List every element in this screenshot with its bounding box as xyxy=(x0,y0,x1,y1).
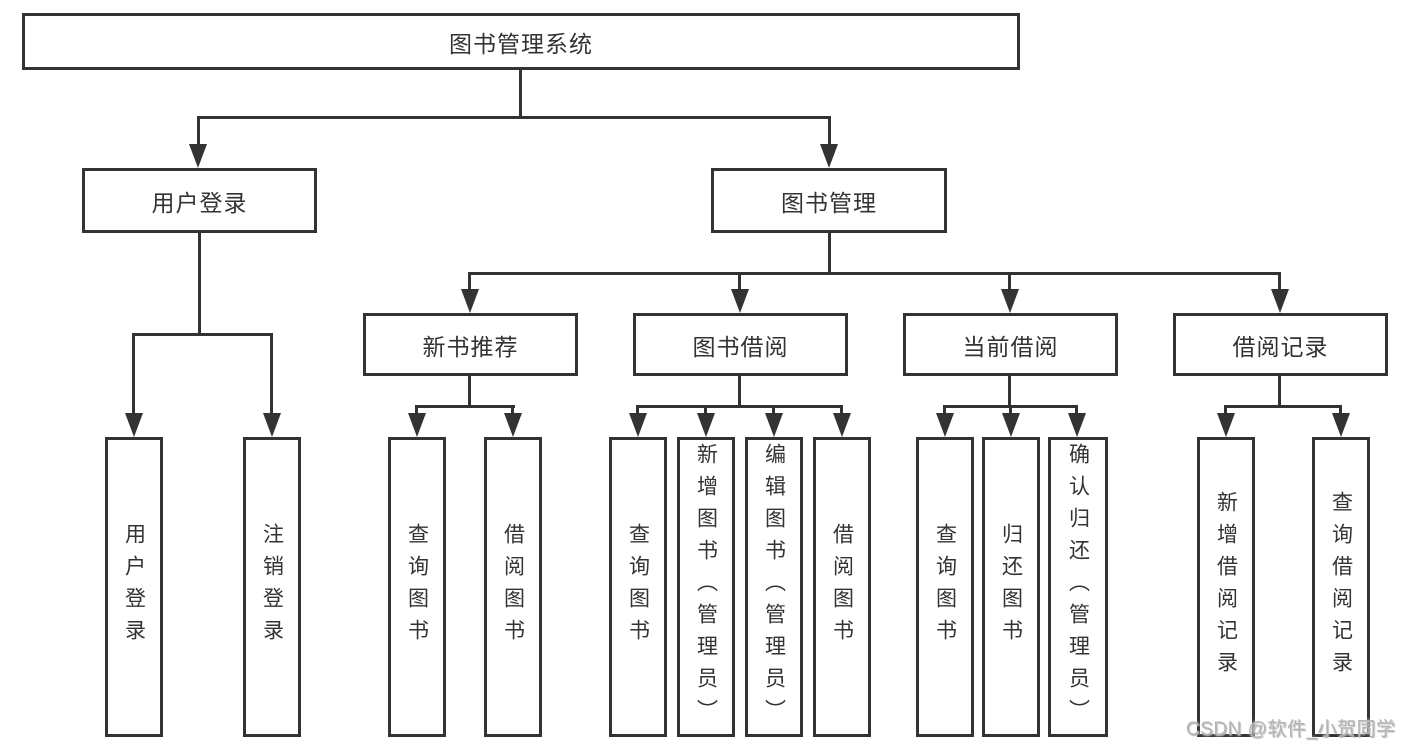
arrow-down-icon xyxy=(936,413,954,437)
leaf-label: 用户登录 xyxy=(122,523,146,651)
leaf-label: 编辑图书（管理员） xyxy=(762,443,786,731)
arrow-down-icon xyxy=(1068,413,1086,437)
connector-current-stem xyxy=(1008,376,1011,407)
node-label: 借阅记录 xyxy=(1232,333,1329,360)
arrow-down-icon xyxy=(697,413,715,437)
arrow-down-icon xyxy=(189,144,207,168)
node-library-management-system: 图书管理系统 xyxy=(22,13,1020,70)
leaf-add-borrow-record: 新增借阅记录 xyxy=(1197,437,1255,737)
csdn-watermark: CSDN @软件_小贺同学 xyxy=(1186,719,1396,740)
leaf-query-books: 查询图书 xyxy=(916,437,974,737)
arrow-down-icon xyxy=(833,413,851,437)
arrow-down-icon xyxy=(1271,289,1289,313)
connector-user-login-stem xyxy=(198,233,201,335)
connector-to-book-mgmt-stem xyxy=(828,116,831,146)
node-label: 用户登录 xyxy=(151,189,248,216)
connector-leaf-stem xyxy=(270,333,273,415)
connector-leaf-stem xyxy=(1224,405,1227,415)
leaf-query-books: 查询图书 xyxy=(609,437,667,737)
arrow-down-icon xyxy=(1332,413,1350,437)
connector-leaf-stem xyxy=(772,405,775,415)
connector-root-stem xyxy=(519,70,522,119)
leaf-label: 查询图书 xyxy=(626,523,650,651)
leaf-label: 查询图书 xyxy=(405,523,429,651)
connector-leaf-stem xyxy=(840,405,843,415)
node-current-borrowing: 当前借阅 xyxy=(903,313,1118,376)
arrow-down-icon xyxy=(1002,413,1020,437)
connector-to-borrow-stem xyxy=(738,272,741,291)
arrow-down-icon xyxy=(765,413,783,437)
leaf-confirm-return-admin: 确认归还（管理员） xyxy=(1048,437,1108,737)
node-book-borrowing: 图书借阅 xyxy=(633,313,848,376)
connector-to-current-stem xyxy=(1008,272,1011,291)
connector-leaf-stem xyxy=(1075,405,1078,415)
connector-borrow-hline xyxy=(636,405,843,408)
leaf-label: 确认归还（管理员） xyxy=(1066,443,1090,731)
arrow-down-icon xyxy=(629,413,647,437)
leaf-label: 归还图书 xyxy=(999,523,1023,651)
connector-to-records-stem xyxy=(1278,272,1281,291)
connector-level2-hline xyxy=(468,272,1281,275)
leaf-label: 注销登录 xyxy=(260,523,284,651)
leaf-borrow-books: 借阅图书 xyxy=(484,437,542,737)
leaf-return-books: 归还图书 xyxy=(982,437,1040,737)
connector-to-new-book-stem xyxy=(468,272,471,291)
node-label: 新书推荐 xyxy=(422,333,519,360)
leaf-query-borrow-record: 查询借阅记录 xyxy=(1312,437,1370,737)
connector-new-book-stem xyxy=(468,376,471,407)
connector-leaf-stem xyxy=(704,405,707,415)
leaf-logout: 注销登录 xyxy=(243,437,301,737)
connector-leaf-stem xyxy=(415,405,418,415)
connector-leaf-stem xyxy=(132,333,135,415)
connector-book-mgmt-stem xyxy=(828,233,831,274)
leaf-label: 新增图书（管理员） xyxy=(694,443,718,731)
connector-level1-hline xyxy=(197,116,831,119)
leaf-borrow-books: 借阅图书 xyxy=(813,437,871,737)
arrow-down-icon xyxy=(1217,413,1235,437)
connector-leaf-stem xyxy=(943,405,946,415)
leaf-user-login: 用户登录 xyxy=(105,437,163,737)
connector-leaf-stem xyxy=(636,405,639,415)
connector-leaf-stem xyxy=(1009,405,1012,415)
node-label: 图书借阅 xyxy=(692,333,789,360)
leaf-label: 借阅图书 xyxy=(501,523,525,651)
leaf-add-books-admin: 新增图书（管理员） xyxy=(677,437,735,737)
arrow-down-icon xyxy=(408,413,426,437)
connector-leaf-stem xyxy=(1339,405,1342,415)
node-book-management: 图书管理 xyxy=(711,168,947,233)
node-user-login: 用户登录 xyxy=(82,168,317,233)
arrow-down-icon xyxy=(731,289,749,313)
connector-user-login-hline xyxy=(132,333,273,336)
arrow-down-icon xyxy=(263,413,281,437)
leaf-query-books: 查询图书 xyxy=(388,437,446,737)
arrow-down-icon xyxy=(1001,289,1019,313)
arrow-down-icon xyxy=(504,413,522,437)
leaf-label: 查询图书 xyxy=(933,523,957,651)
arrow-down-icon xyxy=(820,144,838,168)
node-label: 当前借阅 xyxy=(962,333,1059,360)
arrow-down-icon xyxy=(461,289,479,313)
node-borrowing-records: 借阅记录 xyxy=(1173,313,1388,376)
leaf-label: 查询借阅记录 xyxy=(1329,491,1353,683)
node-new-book-recommendation: 新书推荐 xyxy=(363,313,578,376)
connector-borrow-stem xyxy=(738,376,741,407)
connector-records-hline xyxy=(1224,405,1342,408)
connector-records-stem xyxy=(1278,376,1281,407)
arrow-down-icon xyxy=(125,413,143,437)
leaf-edit-books-admin: 编辑图书（管理员） xyxy=(745,437,803,737)
connector-new-book-hline xyxy=(415,405,515,408)
leaf-label: 新增借阅记录 xyxy=(1214,491,1238,683)
node-label: 图书管理 xyxy=(781,189,877,216)
connector-leaf-stem xyxy=(511,405,514,415)
connector-to-user-login-stem xyxy=(197,116,200,146)
node-label: 图书管理系统 xyxy=(449,30,593,57)
leaf-label: 借阅图书 xyxy=(830,523,854,651)
